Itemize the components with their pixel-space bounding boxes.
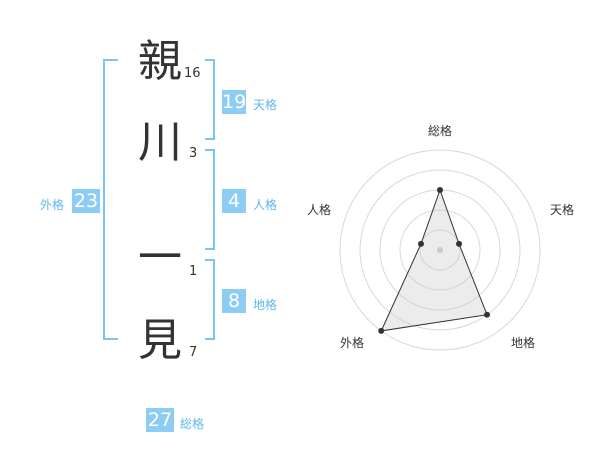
- gaikaku-label: 外格: [40, 198, 65, 212]
- chikaku-bracket: [205, 259, 215, 340]
- radar-ring: [399, 209, 481, 291]
- radar-center: [437, 247, 443, 253]
- name-char-3: 一: [138, 232, 182, 283]
- radar-ring: [359, 169, 521, 331]
- radar-point-4: [378, 327, 385, 334]
- jinkaku-label: 人格: [253, 198, 278, 212]
- radar-ring: [419, 229, 461, 271]
- radar-label-gaikaku: 外格: [340, 336, 365, 350]
- radar-point-3: [484, 311, 491, 318]
- radar-polygon: [380, 188, 488, 332]
- gaikaku-badge: 23: [72, 189, 100, 213]
- stroke-count-2: 3: [189, 146, 198, 161]
- radar-label-chikaku: 地格: [511, 336, 536, 350]
- radar-label-soukaku: 総格: [428, 124, 453, 138]
- radar-point-5: [417, 240, 424, 247]
- jinkaku-bracket: [205, 149, 215, 250]
- radar-label-tenkaku: 天格: [550, 203, 575, 217]
- chikaku-label: 地格: [253, 298, 278, 312]
- soukaku-label: 総格: [180, 417, 205, 431]
- radar-label-jinkaku: 人格: [307, 203, 332, 217]
- radar-point-2: [456, 240, 463, 247]
- name-char-2: 川: [138, 117, 182, 168]
- name-char-4: 見: [138, 315, 182, 366]
- chikaku-badge: 8: [222, 289, 246, 313]
- tenkaku-label: 天格: [253, 98, 278, 112]
- soukaku-badge: 27: [146, 408, 174, 432]
- stroke-count-3: 1: [189, 264, 198, 279]
- gaikaku-bracket: [103, 59, 118, 340]
- stroke-count-4: 7: [189, 345, 198, 360]
- tenkaku-bracket: [205, 59, 215, 140]
- radar-point-1: [437, 187, 443, 193]
- name-char-1: 親: [138, 36, 182, 87]
- radar-ring: [339, 149, 541, 351]
- tenkaku-badge: 19: [222, 90, 247, 114]
- jinkaku-badge: 4: [222, 189, 246, 213]
- stroke-count-1: 16: [184, 66, 201, 81]
